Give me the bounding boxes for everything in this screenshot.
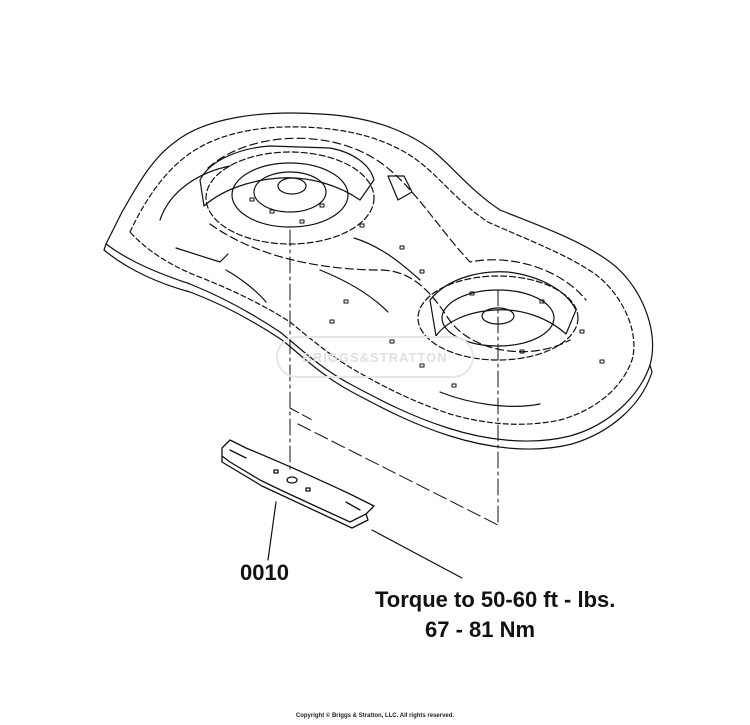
- mower-blade: [221, 439, 375, 529]
- left-spindle-shield: [199, 145, 375, 207]
- deck-inner-outline: [129, 126, 635, 425]
- right-spindle-shield: [429, 271, 577, 337]
- part-number-label: 0010: [240, 560, 289, 585]
- mower-deck: [103, 112, 654, 450]
- blade-center-hole: [286, 476, 298, 484]
- blade-edge: [221, 455, 369, 529]
- blade-slot-right: [305, 487, 311, 492]
- deck-bolt-holes: [249, 197, 605, 388]
- deck-outer-outline: [105, 112, 654, 442]
- torque-spec-metric: 67 - 81 Nm: [425, 617, 536, 642]
- blade-bevel: [229, 449, 361, 511]
- copyright-footer: Copyright © Briggs & Stratton, LLC. All …: [295, 713, 455, 719]
- deck-baffles: [159, 165, 541, 407]
- torque-spec-imperial: Torque to 50-60 ft - lbs.: [375, 587, 616, 612]
- part-number-leader: [267, 501, 277, 561]
- left-spindle-pulley-inner: [253, 171, 327, 213]
- blade-reference-lines: [289, 407, 499, 526]
- blade-top-face: [221, 439, 375, 523]
- belt-path: [207, 137, 587, 353]
- left-spindle-hub: [277, 177, 307, 195]
- brand-watermark: BRIGGS&STRATTON: [276, 336, 474, 378]
- deck-rim-lip: [103, 243, 653, 450]
- left-spindle: [199, 145, 375, 245]
- watermark-text: BRIGGS&STRATTON: [302, 350, 448, 365]
- right-spindle-housing: [417, 275, 579, 361]
- torque-leader: [371, 529, 463, 579]
- leader-lines: [267, 501, 463, 579]
- left-spindle-pulley-outer: [231, 162, 349, 228]
- blade-slot-left: [273, 469, 279, 474]
